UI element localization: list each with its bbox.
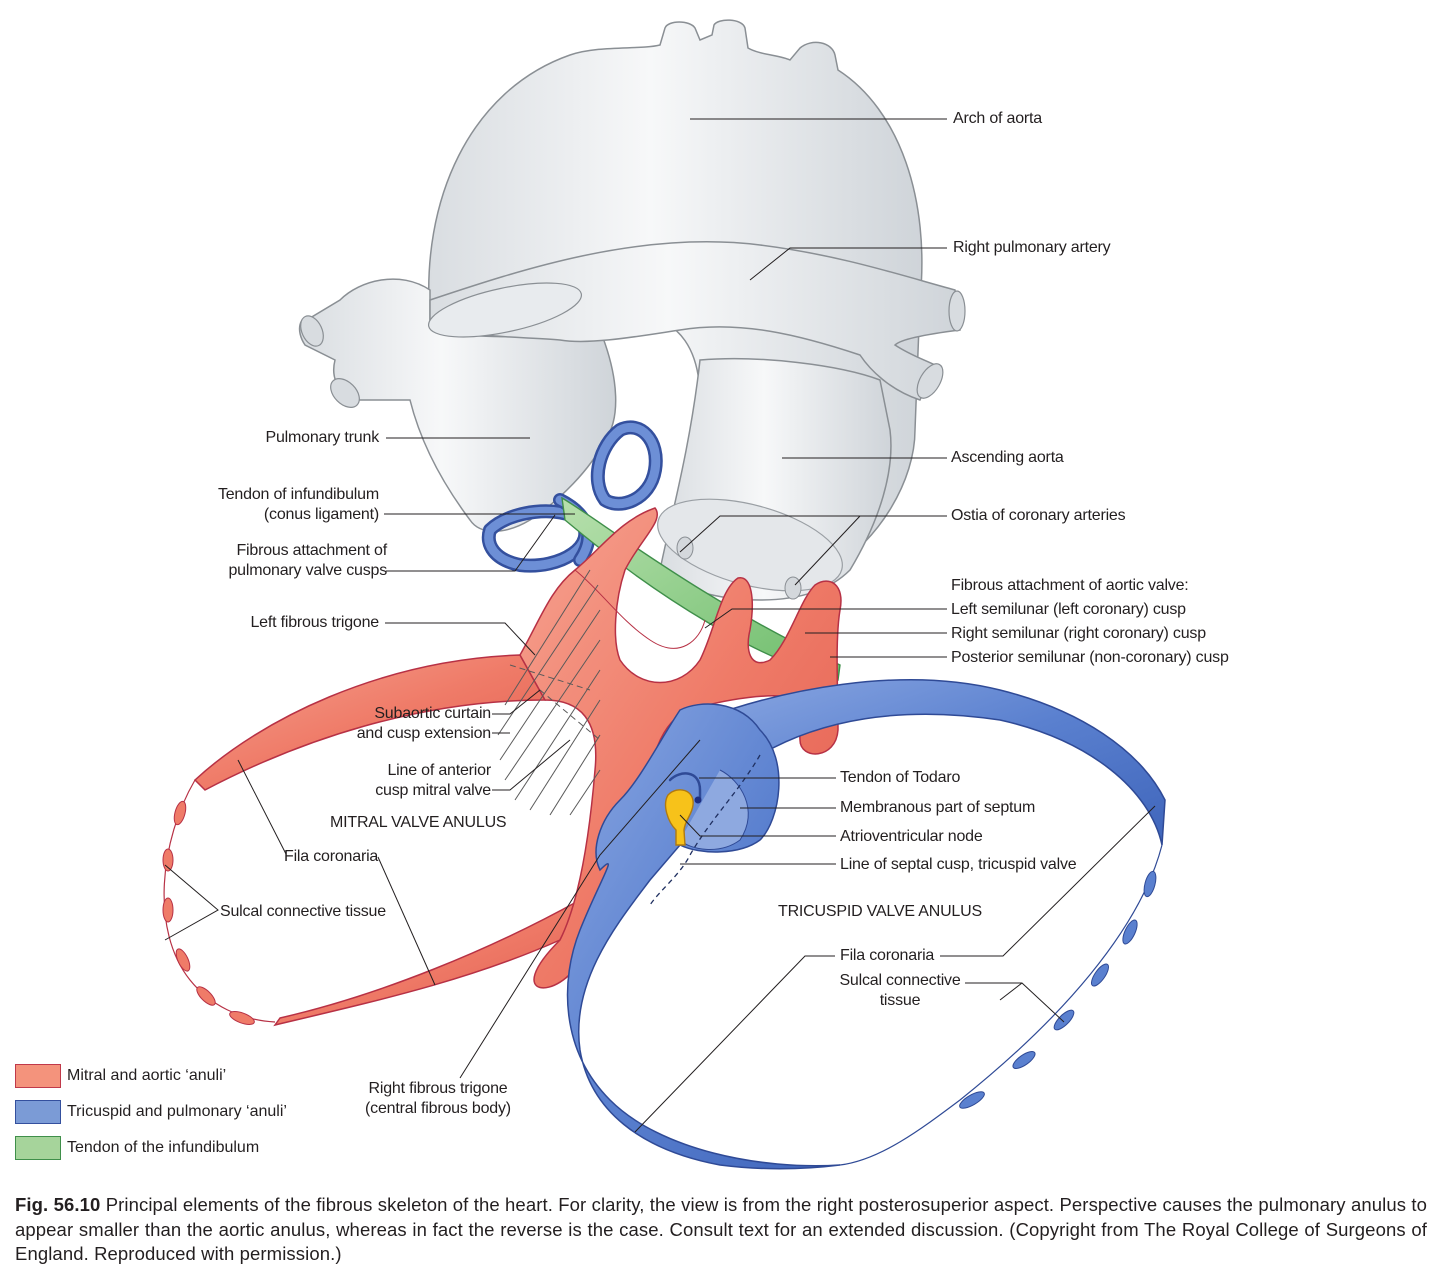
label-right-fibrous-trigone: Right fibrous trigone (central fibrous b… [362,1079,514,1118]
legend-swatch [15,1100,61,1124]
label-posterior-semilunar: Posterior semilunar (non-coronary) cusp [951,649,1229,666]
label-pulmonary-trunk: Pulmonary trunk [265,429,380,446]
figure-caption: Fig. 56.10 Principal elements of the fib… [15,1193,1427,1267]
legend-item-tricuspid-pulmonary: Tricuspid and pulmonary ‘anuli’ [15,1094,287,1130]
leader-lines [164,118,1156,1133]
label-line: cusp mitral valve [375,781,491,799]
legend-label: Tricuspid and pulmonary ‘anuli’ [67,1103,287,1120]
legend-swatch [15,1136,61,1160]
label-line: (central fibrous body) [365,1099,511,1117]
label-left-semilunar: Left semilunar (left coronary) cusp [951,601,1186,618]
label-line: Subaortic curtain [374,705,491,722]
coronary-ostium-right [784,576,802,600]
label-line: and cusp extension [356,724,491,742]
label-tricuspid-valve-anulus: TRICUSPID VALVE ANULUS [778,903,982,920]
label-membranous-septum: Membranous part of septum [840,799,1036,816]
legend-label: Mitral and aortic ‘anuli’ [67,1067,227,1084]
label-right-semilunar: Right semilunar (right coronary) cusp [951,625,1206,642]
subaortic-curtain-hatching [497,569,601,816]
label-tendon-todaro: Tendon of Todaro [840,769,961,786]
label-line: pulmonary valve cusps [228,561,387,579]
label-right-pulmonary-artery: Right pulmonary artery [953,239,1111,256]
label-line: tissue [879,991,921,1009]
figure-number: Fig. 56.10 [15,1194,101,1215]
label-av-node: Atrioventricular node [840,828,983,845]
label-sulcal-left: Sulcal connective tissue [220,903,386,920]
sulcal-connective-tissue-right [839,844,1163,1166]
label-septal-cusp: Line of septal cusp, tricuspid valve [840,856,1077,873]
legend-item-mitral-aortic: Mitral and aortic ‘anuli’ [15,1058,287,1094]
legend-swatch [15,1064,61,1088]
label-fila-coronaria-right: Fila coronaria [840,947,935,964]
label-subaortic-curtain: Subaortic curtain and cusp extension [357,704,491,743]
label-tendon-infundibulum: Tendon of infundibulum (conus ligament) [218,485,379,524]
legend-label: Tendon of the infundibulum [67,1139,260,1156]
label-line: Line of anterior [387,762,491,779]
label-aortic-valve-header: Fibrous attachment of aortic valve: [951,577,1189,594]
label-fibrous-pulmonary: Fibrous attachment of pulmonary valve cu… [228,541,387,580]
label-mitral-valve-anulus: MITRAL VALVE ANULUS [330,814,507,831]
label-left-fibrous-trigone: Left fibrous trigone [250,614,379,631]
tricuspid-anuli [566,679,1166,1170]
fibrous-skeleton-diagram [162,19,1166,1170]
label-arch-of-aorta: Arch of aorta [953,110,1043,127]
label-ascending-aorta: Ascending aorta [951,449,1064,466]
caption-text: Principal elements of the fibrous skelet… [15,1194,1427,1264]
label-sulcal-right: Sulcal connective tissue [835,971,965,1010]
label-line: Fibrous attachment of [236,542,387,559]
label-line: Right fibrous trigone [368,1080,508,1097]
legend: Mitral and aortic ‘anuli’ Tricuspid and … [15,1058,287,1166]
label-ostia-coronary: Ostia of coronary arteries [951,507,1126,524]
label-line: Sulcal connective [839,972,961,989]
label-line: Tendon of infundibulum [217,486,379,503]
label-line: (conus ligament) [263,505,379,523]
label-fila-coronaria-left: Fila coronaria [284,848,379,865]
label-anterior-cusp: Line of anterior cusp mitral valve [375,761,491,800]
great-vessels [298,19,966,601]
legend-item-tendon: Tendon of the infundibulum [15,1130,287,1166]
